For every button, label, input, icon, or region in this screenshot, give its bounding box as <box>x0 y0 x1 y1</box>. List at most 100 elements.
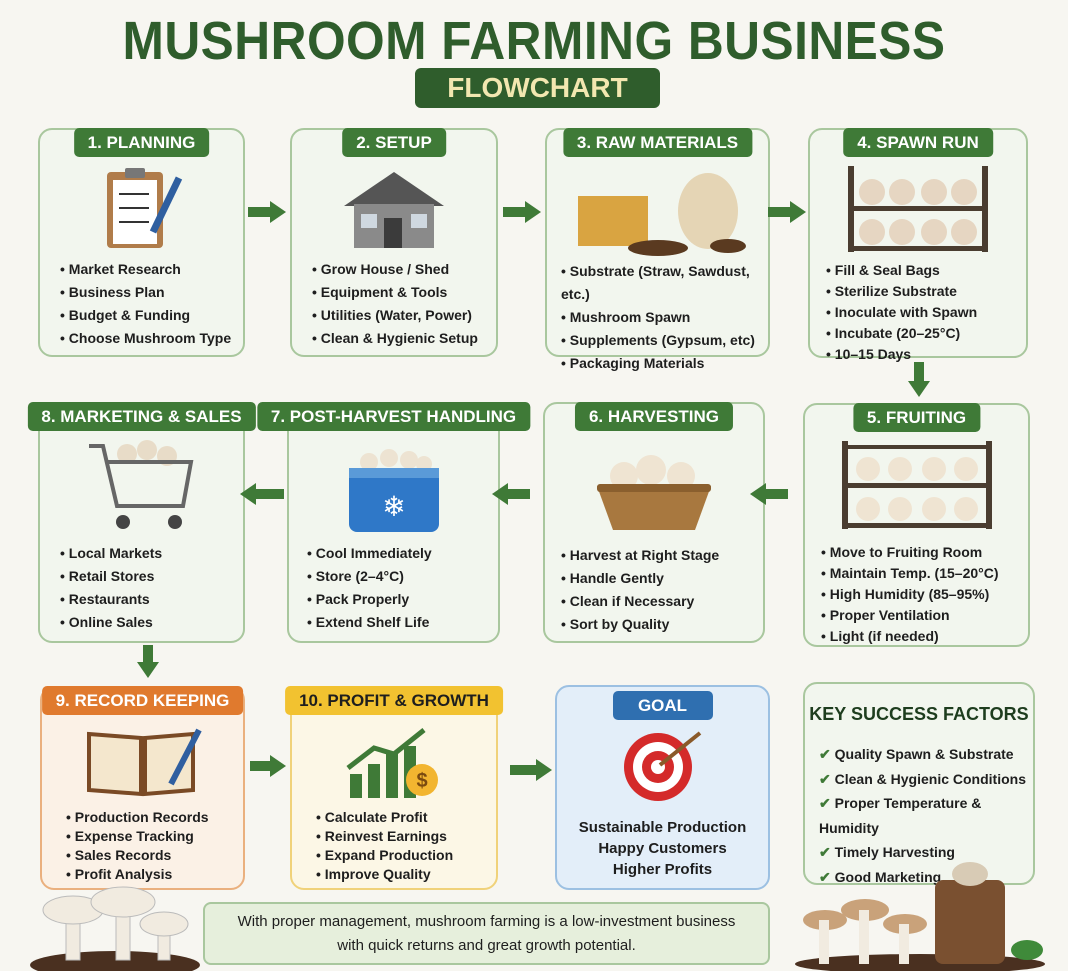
arrow-head-icon <box>492 483 508 505</box>
list-item: Incubate (20–25°C) <box>826 323 977 344</box>
list-item: Substrate (Straw, Sawdust, etc.) <box>561 260 768 306</box>
list-item: Expand Production <box>316 846 453 865</box>
list-item: Grow House / Shed <box>312 258 478 281</box>
list-item: Handle Gently <box>561 567 719 590</box>
step-card-raw-materials: 3. RAW MATERIALS Substrate (Straw, Sawdu… <box>545 128 770 371</box>
step-label: 9. RECORD KEEPING <box>41 686 244 715</box>
step-card-fruiting: 5. FRUITING Move to Fruiting Room Mainta… <box>803 403 1030 647</box>
step-items: Harvest at Right Stage Handle Gently Cle… <box>561 544 719 636</box>
list-item: Choose Mushroom Type <box>60 327 231 350</box>
step-card-profit-growth: 10. PROFIT & GROWTH $ Calculate Profit R… <box>285 686 503 890</box>
step-card-harvesting: 6. HARVESTING Harvest at Right Stage Han… <box>543 402 765 643</box>
svg-text:$: $ <box>416 770 427 792</box>
mushrooms-right-icon <box>795 862 1045 971</box>
arrow-6-7 <box>508 489 530 499</box>
fruiting-shelf-icon <box>841 441 992 529</box>
mushrooms-left-icon <box>30 886 200 971</box>
step-card-setup: 2. SETUP Grow House / Shed Equipment & T… <box>290 128 498 357</box>
step-label: 7. POST-HARVEST HANDLING <box>256 402 531 431</box>
list-item: Timely Harvesting <box>819 840 1033 865</box>
house-icon <box>344 172 444 248</box>
list-item: Clean & Hygienic Conditions <box>819 767 1033 792</box>
arrow-8-9 <box>143 645 153 663</box>
list-item: Local Markets <box>60 542 162 565</box>
arrow-head-icon <box>536 759 552 781</box>
goal-line: Happy Customers <box>598 840 727 857</box>
step-items: Grow House / Shed Equipment & Tools Util… <box>312 258 478 350</box>
list-item: Profit Analysis <box>66 865 209 884</box>
step-label: 2. SETUP <box>342 128 446 157</box>
step-label: 8. MARKETING & SALES <box>27 402 256 431</box>
list-item: Quality Spawn & Substrate <box>819 742 1033 767</box>
list-item: Clean if Necessary <box>561 590 719 613</box>
growth-chart-icon: $ <box>346 728 438 798</box>
list-item: Sort by Quality <box>561 613 719 636</box>
list-item: Production Records <box>66 808 209 827</box>
footer-line: with quick returns and great growth pote… <box>337 937 636 954</box>
key-factors-list: Quality Spawn & Substrate Clean & Hygien… <box>819 742 1033 889</box>
list-item: Inoculate with Spawn <box>826 302 977 323</box>
step-items: Substrate (Straw, Sawdust, etc.) Mushroo… <box>561 260 768 375</box>
footer-banner: With proper management, mushroom farming… <box>203 902 770 965</box>
step-label: 6. HARVESTING <box>574 402 734 431</box>
list-item: Reinvest Earnings <box>316 827 453 846</box>
list-item: Proper Ventilation <box>821 605 999 626</box>
step-items: Production Records Expense Tracking Sale… <box>66 808 209 884</box>
list-item: Maintain Temp. (15–20°C) <box>821 563 999 584</box>
step-label: 4. SPAWN RUN <box>843 128 993 157</box>
step-items: Move to Fruiting Room Maintain Temp. (15… <box>821 542 999 647</box>
list-item: Improve Quality <box>316 865 453 884</box>
step-items: Fill & Seal Bags Sterilize Substrate Ino… <box>826 260 977 365</box>
arrow-1-2 <box>248 207 270 217</box>
goal-lines: Sustainable Production Happy Customers H… <box>557 817 768 880</box>
list-item: Market Research <box>60 258 231 281</box>
key-factors-title: KEY SUCCESS FACTORS <box>809 704 1029 724</box>
step-label: 3. RAW MATERIALS <box>562 128 753 157</box>
list-item: Good Marketing <box>819 865 1033 890</box>
list-item: Sales Records <box>66 846 209 865</box>
arrow-head-icon <box>270 201 286 223</box>
goal-line: Sustainable Production <box>578 819 747 836</box>
list-item: Store (2–4°C) <box>307 565 432 588</box>
list-item: Mushroom Spawn <box>561 306 768 329</box>
footer-line: With proper management, mushroom farming… <box>237 913 736 930</box>
list-item: Sterilize Substrate <box>826 281 977 302</box>
step-items: Calculate Profit Reinvest Earnings Expan… <box>316 808 453 884</box>
list-item: 10–15 Days <box>826 344 977 365</box>
step-card-spawn-run: 4. SPAWN RUN Fill & Seal Bags Sterilize … <box>808 128 1028 362</box>
step-card-planning: 1. PLANNING Market Research Business Pla… <box>38 128 245 357</box>
arrow-head-icon <box>270 755 286 777</box>
step-label: 1. PLANNING <box>73 128 210 157</box>
list-item: Budget & Funding <box>60 304 231 327</box>
arrow-7-8 <box>256 489 284 499</box>
arrow-4-5 <box>914 362 924 382</box>
page-title: MUSHROOM FARMING BUSINESS <box>122 11 946 71</box>
list-item: Pack Properly <box>307 588 432 611</box>
svg-text:❄: ❄ <box>382 491 405 522</box>
list-item: Extend Shelf Life <box>307 611 432 634</box>
step-items: Local Markets Retail Stores Restaurants … <box>60 542 162 634</box>
arrow-5-6 <box>766 489 788 499</box>
arrow-10-goal <box>510 765 536 775</box>
step-card-post-harvest: 7. POST-HARVEST HANDLING ❄ Cool Immediat… <box>256 402 531 643</box>
list-item: Equipment & Tools <box>312 281 478 304</box>
basket-icon <box>597 455 711 530</box>
clipboard-icon <box>106 168 182 248</box>
list-item: Light (if needed) <box>821 626 999 647</box>
step-card-marketing: 8. MARKETING & SALES Local Markets Retai… <box>27 402 256 643</box>
arrow-3-4 <box>768 207 790 217</box>
arrow-head-icon <box>908 381 930 397</box>
cooler-icon: ❄ <box>348 449 439 532</box>
shopping-cart-icon <box>88 440 193 529</box>
list-item: Retail Stores <box>60 565 162 588</box>
step-label: 10. PROFIT & GROWTH <box>285 686 503 715</box>
arrow-head-icon <box>240 483 256 505</box>
key-success-factors: KEY SUCCESS FACTORS Quality Spawn & Subs… <box>803 682 1035 885</box>
straw-bale-sack-icon <box>577 173 746 256</box>
list-item: Clean & Hygienic Setup <box>312 327 478 350</box>
list-item: Proper Temperature & Humidity <box>819 791 1033 840</box>
arrow-2-3 <box>503 207 525 217</box>
spawn-shelf-icon <box>848 166 988 252</box>
arrow-head-icon <box>750 483 766 505</box>
list-item: Fill & Seal Bags <box>826 260 977 281</box>
